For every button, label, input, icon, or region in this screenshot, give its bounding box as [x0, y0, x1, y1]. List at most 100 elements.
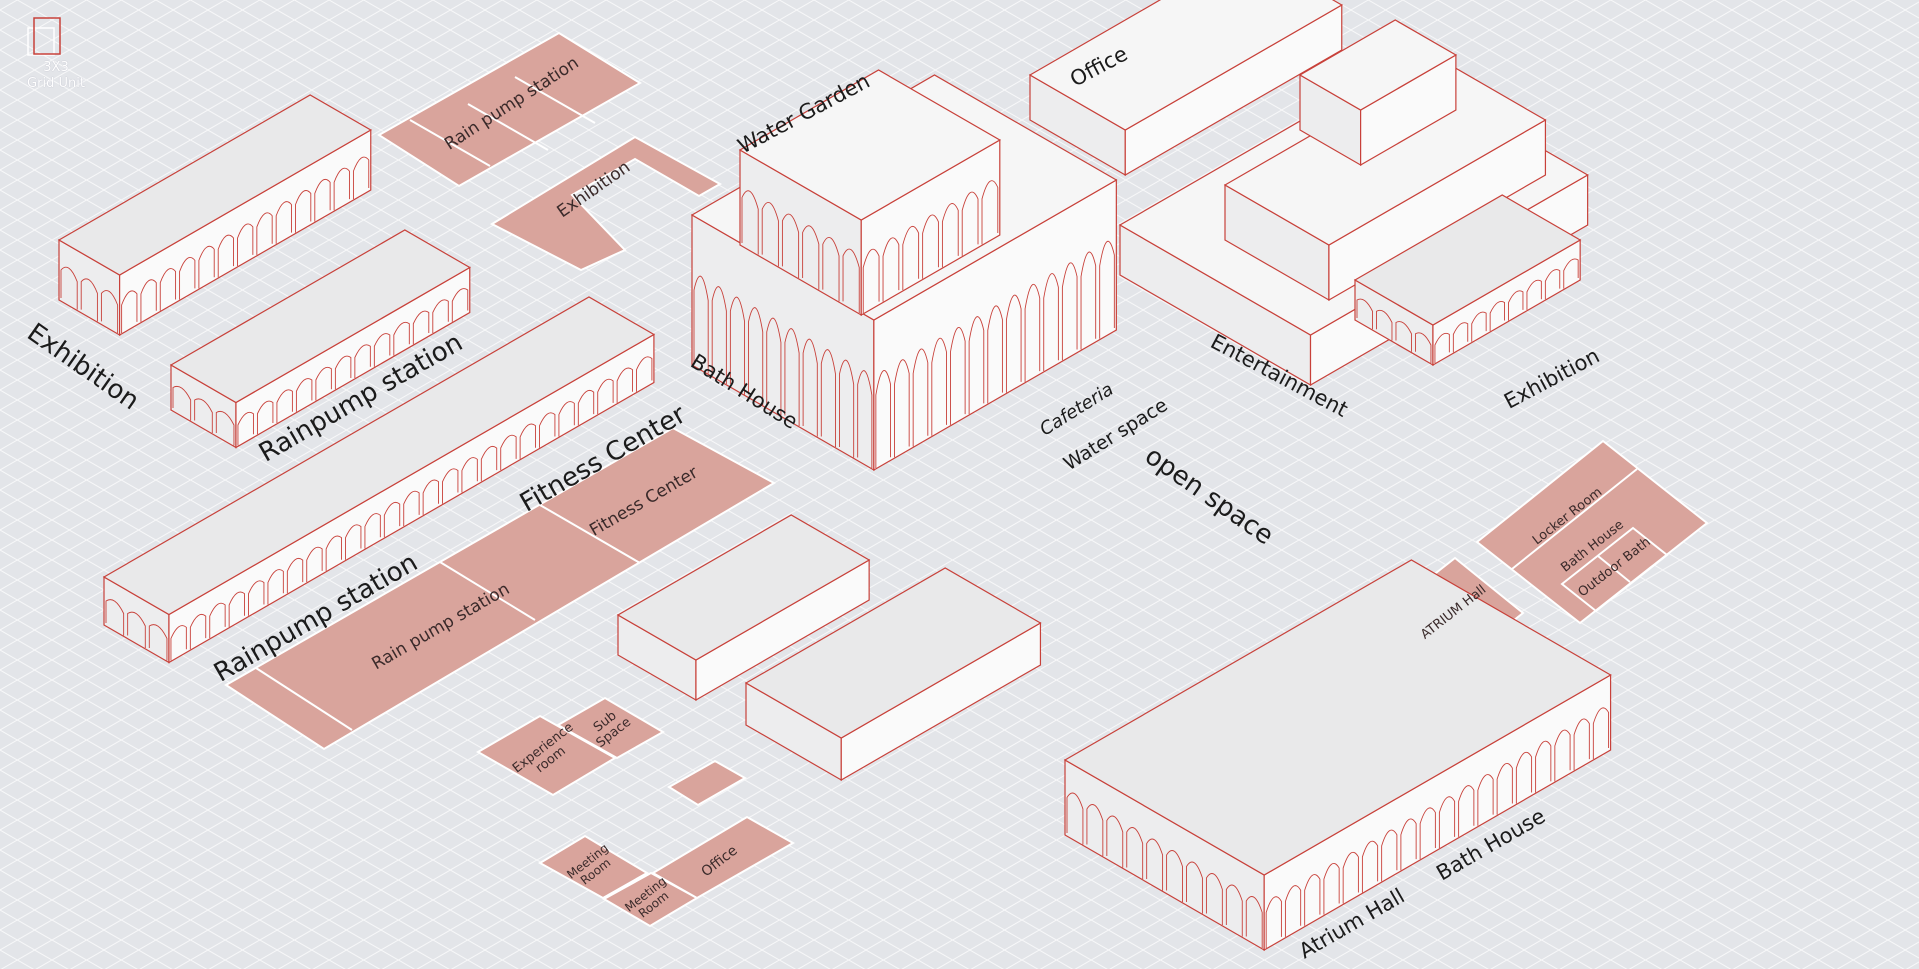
arch-opening: [1573, 718, 1590, 771]
arch-opening: [315, 366, 332, 401]
arch-opening: [286, 557, 304, 594]
arch-opening: [558, 401, 575, 437]
slab-divider: [514, 76, 596, 124]
arch-opening: [1477, 774, 1494, 826]
arch-opening: [393, 321, 410, 356]
rainpump-building-upper-top: [169, 229, 471, 404]
arch-opening: [172, 385, 192, 421]
arch-opening: [950, 327, 966, 425]
arch-opening: [60, 266, 78, 310]
arch-opening: [931, 337, 947, 436]
arch-opening: [987, 305, 1003, 404]
arch-opening: [1126, 827, 1144, 879]
grid-unit-legend-icon: [27, 17, 61, 56]
arch-opening: [127, 611, 146, 648]
slab-office: [651, 815, 796, 900]
arch-opening: [500, 434, 517, 471]
slab-divider: [255, 667, 353, 731]
arch-opening: [217, 234, 234, 278]
arch-opening: [1489, 300, 1505, 332]
arch-opening: [1080, 251, 1097, 350]
middle-box-1-top: [616, 514, 871, 661]
arch-opening: [729, 296, 746, 395]
arch-opening: [1400, 818, 1417, 871]
middle-box-2-top: [744, 567, 1042, 739]
arch-opening: [1205, 873, 1223, 925]
arch-opening: [1438, 796, 1456, 848]
arch-opening: [894, 359, 910, 458]
arch-opening: [1592, 707, 1610, 760]
slab-small: [667, 759, 748, 807]
arch-opening: [902, 225, 920, 291]
arch-opening: [1458, 785, 1475, 837]
arch-opening: [334, 355, 352, 390]
arch-opening: [1395, 321, 1412, 352]
slab-exhibition: [489, 135, 723, 272]
arch-opening: [597, 378, 614, 415]
slab-divider: [409, 119, 491, 167]
arch-opening: [519, 423, 536, 459]
arch-opening: [237, 411, 254, 446]
arch-opening: [237, 223, 254, 267]
arch-opening: [295, 378, 313, 412]
arch-opening: [179, 257, 196, 300]
arch-opening: [802, 338, 818, 437]
slab-divider: [1511, 468, 1638, 570]
arch-opening: [148, 624, 168, 661]
arch-opening: [1086, 804, 1104, 856]
arch-opening: [442, 468, 459, 504]
arch-opening: [961, 191, 979, 256]
arch-opening: [256, 400, 274, 435]
arch-opening: [781, 213, 800, 278]
arch-opening: [1434, 332, 1450, 363]
arch-opening: [314, 179, 331, 222]
slab-locker-bath: [1475, 439, 1709, 625]
arch-opening: [432, 299, 449, 333]
arch-opening: [403, 490, 420, 527]
office-block-top: [1028, 0, 1343, 131]
arch-opening: [1496, 762, 1513, 815]
slab-fitness-rainpump: [224, 426, 777, 751]
buildings: [57, 0, 1612, 952]
water-garden-tower-top: [738, 69, 1001, 221]
arch-opening: [882, 237, 900, 302]
arch-opening: [922, 214, 939, 279]
arch-opening: [295, 190, 312, 233]
arch-opening: [121, 290, 138, 333]
arch-opening: [140, 279, 157, 322]
arch-opening: [364, 513, 381, 549]
legend-caption: Grid Unit: [27, 76, 85, 91]
arch-opening: [941, 203, 959, 268]
arch-opening: [741, 190, 759, 255]
slab-divider: [539, 504, 641, 564]
arch-opening: [267, 569, 284, 605]
arch-opening: [693, 275, 709, 374]
arch-opening: [1106, 815, 1124, 868]
arch-opening: [276, 389, 293, 423]
arch-opening: [1066, 792, 1084, 845]
slab-meeting-room-1: [538, 834, 649, 900]
arch-opening: [968, 316, 985, 415]
arch-opening: [784, 328, 800, 426]
atrium-bath-building-top: [1063, 559, 1612, 876]
arch-opening: [354, 344, 371, 378]
legend-unit: 3X3: [43, 60, 69, 75]
arch-opening: [198, 245, 215, 289]
arch-opening: [1361, 840, 1379, 893]
arch-opening: [1419, 807, 1436, 860]
arch-opening: [80, 278, 98, 322]
arch-opening: [862, 248, 880, 313]
arch-opening: [616, 367, 633, 403]
arch-opening: [194, 398, 213, 433]
arch-opening: [373, 333, 391, 367]
arch-opening: [209, 602, 226, 639]
slab-divider: [1597, 555, 1631, 583]
arch-opening: [248, 580, 265, 616]
arch-opening: [100, 290, 119, 333]
arch-opening: [345, 524, 362, 560]
arch-opening: [857, 370, 873, 468]
exhibition-building-top: [57, 94, 372, 276]
arch-opening: [461, 457, 478, 493]
arch-opening: [1024, 284, 1041, 382]
